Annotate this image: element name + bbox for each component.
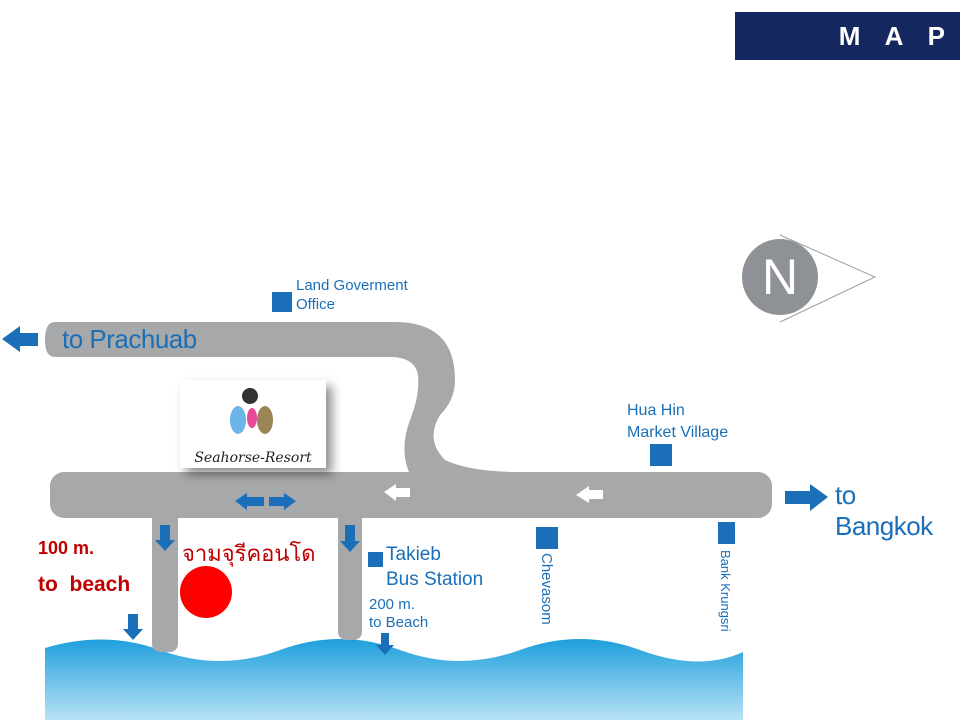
side-road-1 (152, 510, 178, 652)
right-distance: 200 m. (369, 596, 415, 613)
left-arrow-icon (576, 486, 603, 503)
down-arrow-icon (376, 633, 394, 655)
down-arrow-icon (123, 614, 143, 640)
east-arrow-icon (785, 484, 828, 511)
north-compass-icon (742, 234, 877, 323)
compass-letter: N (762, 249, 799, 305)
condo-location-marker (180, 566, 232, 618)
left-to-beach: to beach (38, 573, 131, 596)
market-village-label: Hua Hin Market Village (627, 400, 728, 444)
down-arrow-icon (340, 525, 360, 552)
bus-station-line2: Bus Station (386, 569, 484, 590)
right-to-beach: to Beach (369, 614, 429, 631)
land-office-line1: Land Goverment (296, 277, 408, 294)
land-office-label: Land Goverment Office (296, 276, 408, 314)
chevasom-label: Chevasom (538, 553, 555, 625)
bank-label: Bank Krungsri (718, 550, 733, 632)
market-village-line2: Market Village (627, 424, 729, 441)
market-village-line1: Hua Hin (627, 402, 685, 419)
to-bangkok-label: to Bangkok (835, 480, 933, 541)
bus-station-marker (368, 552, 383, 567)
seahorse-icon (230, 388, 273, 434)
seahorse-resort-logo: Seahorse-Resort (180, 380, 326, 468)
right-arrow-icon (269, 493, 296, 510)
west-arrow-icon (2, 326, 38, 352)
left-distance: 100 m. (38, 538, 95, 558)
bank-marker (718, 522, 735, 544)
bus-station-label: Takieb Bus Station (386, 542, 483, 592)
main-road (50, 472, 772, 518)
bus-station-line1: Takieb (386, 544, 441, 565)
to-prachuab-label: to Prachuab (62, 324, 197, 354)
market-village-marker (650, 444, 672, 466)
condo-name: จามจุรีคอนโด (182, 542, 316, 567)
left-arrow-icon (384, 484, 410, 501)
land-office-line2: Office (296, 296, 335, 313)
chevasom-marker (536, 527, 558, 549)
map-title: M A P (735, 12, 960, 60)
logo-text: Seahorse-Resort (194, 450, 312, 466)
land-office-marker (272, 292, 292, 312)
sea (45, 639, 743, 720)
left-arrow-icon (235, 493, 264, 510)
down-arrow-icon (155, 525, 175, 551)
